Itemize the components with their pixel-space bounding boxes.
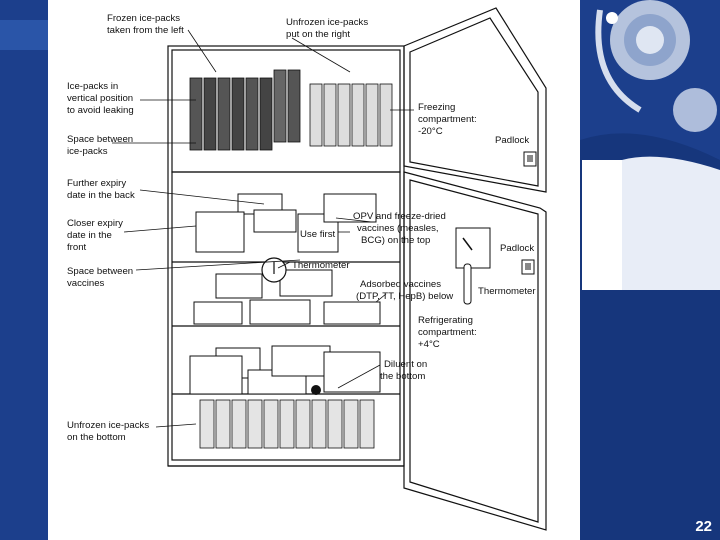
label-thermometer-inside: Thermometer bbox=[292, 260, 350, 271]
label-adsorbed: Adsorbed vaccines(DTP, TT, HepB) below bbox=[356, 279, 453, 302]
bottom-ice-packs bbox=[199, 399, 375, 449]
stethoscope-icon bbox=[595, 0, 717, 132]
label-use-first: Use first bbox=[300, 229, 336, 240]
label-padlock-door: Padlock bbox=[500, 243, 534, 254]
diluent-bottle-icon bbox=[311, 385, 321, 395]
vaccine-boxes bbox=[189, 193, 381, 395]
door-dial-icon bbox=[455, 227, 491, 269]
fridge-door bbox=[403, 171, 547, 531]
door-thermometer-icon bbox=[463, 263, 472, 305]
label-padlock-top: Padlock bbox=[495, 135, 529, 146]
freezer-door bbox=[403, 7, 547, 193]
page-number: 22 bbox=[695, 518, 712, 535]
label-thermometer-door: Thermometer bbox=[478, 286, 536, 297]
freezer-ice-packs bbox=[189, 69, 393, 151]
left-band bbox=[0, 0, 48, 540]
